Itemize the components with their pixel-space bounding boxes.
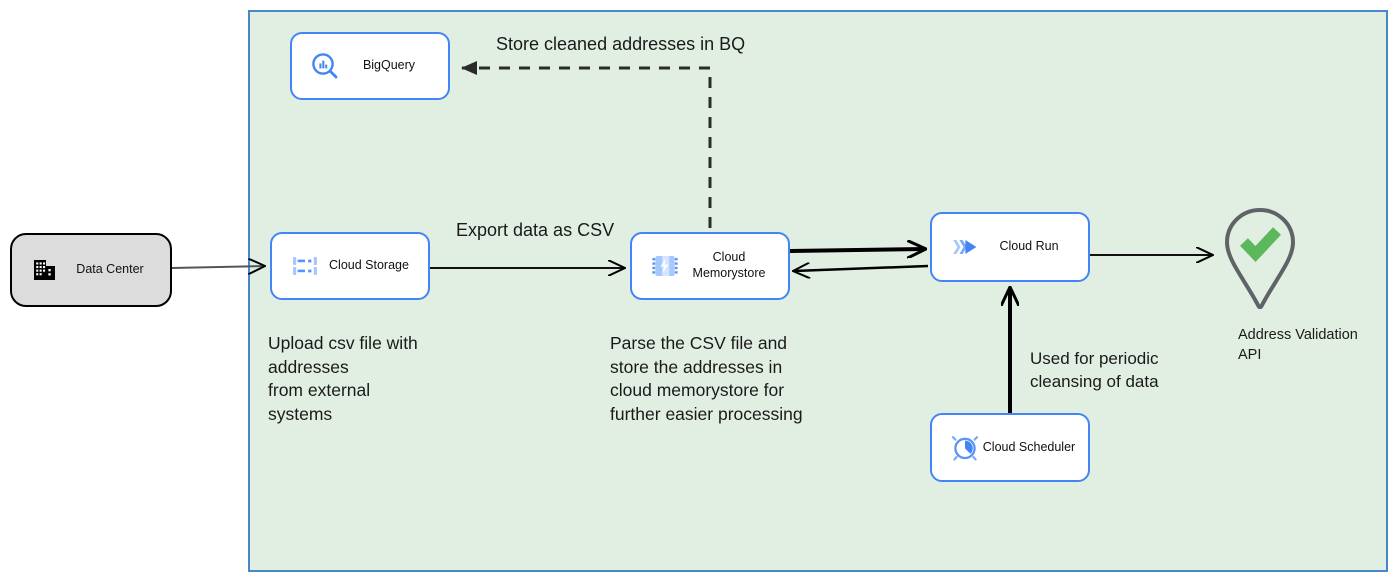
address-validation-api-label: Address Validation API	[1238, 327, 1358, 363]
cloud-storage-icon	[290, 251, 320, 281]
caption-parse-csv: Parse the CSV file and store the address…	[610, 333, 803, 424]
node-cloud-storage[interactable]: Cloud Storage	[270, 232, 430, 300]
google-cloud-zone	[248, 10, 1388, 572]
node-label-bigquery: BigQuery	[362, 58, 416, 73]
node-label-data-center: Data Center	[76, 262, 144, 277]
node-label-cloud-memorystore: Cloud Memorystore	[692, 250, 766, 280]
node-label-cloud-storage: Cloud Storage	[329, 258, 409, 273]
node-cloud-run[interactable]: Cloud Run	[930, 212, 1090, 282]
node-cloud-scheduler[interactable]: Cloud Scheduler	[930, 413, 1090, 482]
node-cloud-memorystore[interactable]: Cloud Memorystore	[630, 232, 790, 300]
bigquery-icon	[310, 51, 340, 81]
edge-label-periodic-cleansing: Used for periodic cleansing of data	[1030, 349, 1159, 391]
cloud-memorystore-icon	[650, 251, 680, 281]
cloud-run-icon	[950, 232, 980, 262]
node-bigquery[interactable]: BigQuery	[290, 32, 450, 100]
edge-label-store-cleaned-addresses: Store cleaned addresses in BQ	[496, 34, 746, 54]
data-center-icon	[30, 255, 60, 285]
edge-label-export-data-as-csv: Export data as CSV	[456, 220, 615, 240]
node-label-cloud-run: Cloud Run	[999, 239, 1059, 254]
caption-upload-csv: Upload csv file with addresses from exte…	[268, 333, 418, 424]
node-label-cloud-scheduler: Cloud Scheduler	[982, 439, 1076, 454]
cloud-scheduler-icon	[950, 433, 980, 463]
address-validation-api-icon[interactable]	[1220, 206, 1300, 312]
node-data-center[interactable]: Data Center	[10, 233, 172, 307]
